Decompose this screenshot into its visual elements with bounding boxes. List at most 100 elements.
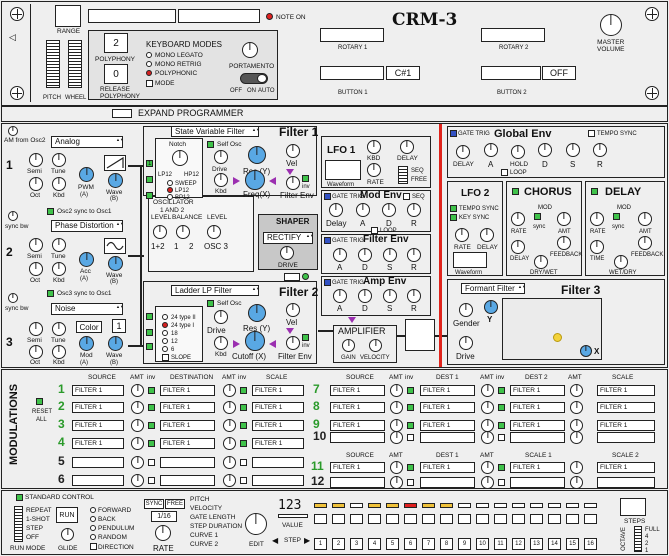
filter2-kbd-knob[interactable] (214, 336, 228, 350)
mod-amt2-knob[interactable] (481, 461, 494, 474)
lfo2-rate-knob[interactable] (455, 228, 469, 242)
step-button[interactable]: 5 (386, 538, 399, 550)
filter2-input2-led[interactable] (146, 329, 153, 336)
mod-inv2-led[interactable] (498, 422, 505, 429)
steps-display[interactable] (620, 498, 646, 516)
filter3-drive-knob[interactable] (459, 336, 473, 350)
mod-source-field[interactable]: FILTER 1 (72, 420, 124, 431)
amp-env-d-knob[interactable] (358, 289, 372, 303)
mode-button[interactable] (146, 80, 153, 87)
chorus-rate-knob[interactable] (511, 212, 525, 226)
lfo1-rate-knob[interactable] (367, 163, 381, 177)
osc1-semi-knob[interactable] (29, 153, 43, 167)
mod-source-field[interactable]: FILTER 1 (330, 420, 385, 431)
step-right-arrow-icon[interactable]: ▶ (304, 536, 311, 545)
step-button[interactable]: 8 (440, 538, 453, 550)
global-env-tempo-led[interactable] (588, 130, 595, 137)
lfo2-tempo-led[interactable] (450, 205, 457, 212)
step-toggle[interactable] (584, 514, 597, 524)
mono-retrig-radio[interactable] (146, 61, 152, 67)
mod-inv-led[interactable] (407, 479, 414, 486)
sync-bw-knob[interactable] (8, 211, 18, 221)
osc1-type-select[interactable]: Analog (51, 136, 123, 148)
f2-mode-radio-4[interactable] (162, 346, 168, 352)
delay-rate-knob[interactable] (590, 212, 604, 226)
mod-amt2-knob[interactable] (223, 384, 236, 397)
filter2-inv-led[interactable] (302, 334, 309, 341)
shaper-drive-knob[interactable] (280, 246, 294, 260)
mod-inv2-led[interactable] (240, 422, 247, 429)
osc3-type-select[interactable]: Noise (51, 303, 123, 315)
mod-source-field[interactable]: FILTER 1 (330, 385, 385, 396)
filter3-x-knob[interactable] (580, 345, 592, 357)
forward-radio[interactable] (90, 507, 96, 513)
reset-all-led[interactable] (36, 398, 43, 405)
osc3-semi-knob[interactable] (29, 322, 43, 336)
step-button[interactable]: 3 (350, 538, 363, 550)
mod-scale-field[interactable] (252, 475, 304, 486)
step-toggle[interactable] (350, 514, 363, 524)
chorus-amt-knob[interactable] (557, 212, 571, 226)
mod-amt-knob[interactable] (390, 431, 403, 444)
mod-source-field[interactable] (330, 432, 385, 443)
mod-source-field[interactable]: FILTER 1 (72, 402, 124, 413)
mod-env-d-knob[interactable] (382, 203, 396, 217)
sync3-led[interactable] (47, 290, 54, 297)
mod-amt3-knob[interactable] (570, 476, 583, 489)
sync-bw-3-knob[interactable] (8, 293, 18, 303)
mod-amt-knob[interactable] (131, 401, 144, 414)
mod-dest1-field[interactable] (420, 477, 475, 488)
mod-amt2-knob[interactable] (223, 401, 236, 414)
filter1-vel-knob[interactable] (286, 144, 300, 158)
f2-mode-radio-3[interactable] (162, 338, 168, 344)
step-button[interactable]: 1 (314, 538, 327, 550)
mod-amt-knob[interactable] (390, 476, 403, 489)
mod-source-field[interactable]: FILTER 1 (72, 385, 124, 396)
mod-env-gate-led[interactable] (324, 193, 331, 200)
global-env-s-knob[interactable] (566, 143, 580, 157)
param-pitch[interactable]: PITCH (190, 496, 210, 503)
osc2-kbd-knob[interactable] (52, 262, 66, 276)
lfo2-waveform-display[interactable] (453, 252, 487, 268)
osc3-tune-knob[interactable] (52, 322, 66, 336)
mod-dest1-field[interactable]: FILTER 1 (420, 462, 475, 473)
shaper-bypass[interactable] (284, 273, 300, 281)
mod-inv-led[interactable] (407, 464, 414, 471)
run-button[interactable]: RUN (56, 507, 78, 523)
mod-inv2-led[interactable] (498, 387, 505, 394)
amp-env-gate-led[interactable] (324, 279, 331, 286)
lfo1-delay-knob[interactable] (400, 140, 414, 154)
filter-env-s-knob[interactable] (383, 248, 397, 262)
sync-button[interactable]: SYNC (144, 499, 164, 509)
filter-env-d-knob[interactable] (358, 248, 372, 262)
mod-inv2-led[interactable] (240, 440, 247, 447)
mod-amt-knob[interactable] (131, 419, 144, 432)
mod-env-delay-knob[interactable] (329, 203, 343, 217)
mod-scale-field[interactable] (597, 432, 655, 443)
mod-amt-knob[interactable] (131, 384, 144, 397)
amp-gain-knob[interactable] (342, 339, 355, 352)
osc3-kbd-knob[interactable] (52, 345, 66, 359)
delay-sync-led[interactable] (613, 213, 620, 220)
delay-led[interactable] (591, 188, 598, 195)
mod-scale-field[interactable]: FILTER 1 (252, 420, 304, 431)
mod-amt3-knob[interactable] (570, 431, 583, 444)
filter1-input3-led[interactable] (146, 192, 153, 199)
mod-source-field[interactable]: FILTER 1 (330, 462, 385, 473)
arrow-icon[interactable]: ◁ (9, 32, 16, 42)
back-radio[interactable] (90, 516, 96, 522)
octave-switch[interactable] (634, 526, 642, 552)
mod-scale1-field[interactable] (510, 477, 565, 488)
mod-dest2-field[interactable]: FILTER 1 (510, 420, 565, 431)
global-env-delay-knob[interactable] (456, 145, 470, 159)
mod-amt2-knob[interactable] (223, 456, 236, 469)
filter2-self-osc-led[interactable] (207, 300, 214, 307)
mod-amt2-knob[interactable] (481, 384, 494, 397)
osc1-oct-knob[interactable] (29, 177, 43, 191)
step-toggle[interactable] (386, 514, 399, 524)
step-button[interactable]: 2 (332, 538, 345, 550)
random-radio[interactable] (90, 534, 96, 540)
step-toggle[interactable] (458, 514, 471, 524)
mod-dest2-field[interactable]: FILTER 1 (510, 402, 565, 413)
mod-inv-led[interactable] (148, 459, 155, 466)
